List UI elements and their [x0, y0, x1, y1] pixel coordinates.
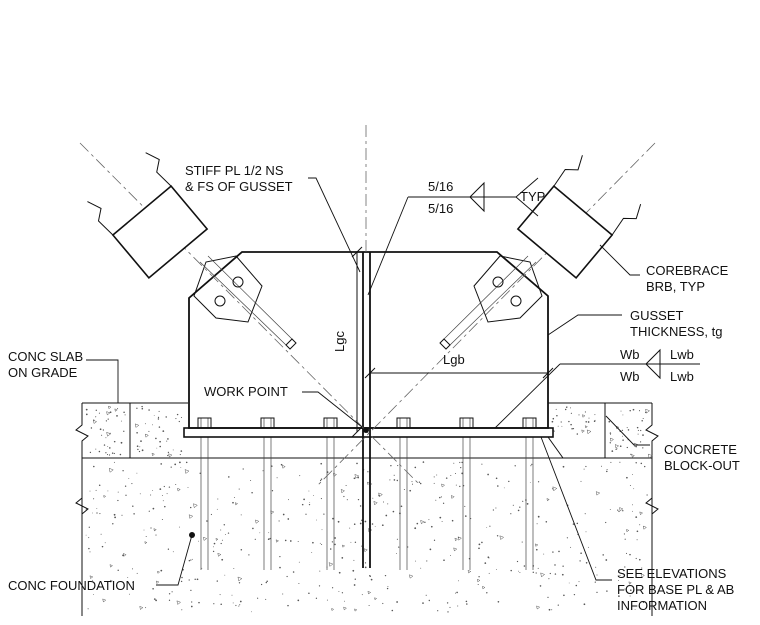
- concrete-foundation: [81, 457, 653, 616]
- label-gusset-2: THICKNESS, tg: [630, 324, 722, 339]
- label-wb-top: Wb: [620, 347, 640, 362]
- label-corebrace-2: BRB, TYP: [646, 279, 705, 294]
- label-see-elev-2: FOR BASE PL & AB: [617, 582, 734, 597]
- label-wb-bottom: Wb: [620, 369, 640, 384]
- label-conc-slab-2: ON GRADE: [8, 365, 78, 380]
- label-lwb-bottom: Lwb: [670, 369, 694, 384]
- stiffener-plate: [362, 252, 371, 568]
- anchor-bolts: [197, 417, 537, 570]
- work-lines: [79, 125, 656, 486]
- label-concrete-blockout-2: BLOCK-OUT: [664, 458, 740, 473]
- label-weld-top: 5/16: [428, 179, 453, 194]
- label-corebrace-1: COREBRACE: [646, 263, 729, 278]
- label-lwb-top: Lwb: [670, 347, 694, 362]
- gusset-plate: [188, 251, 549, 429]
- label-weld-typ: TYP: [520, 189, 545, 204]
- brb-right: [516, 155, 642, 280]
- slab-right-stipple: [551, 406, 653, 459]
- leaders: [86, 177, 650, 586]
- foundation-stipple: [85, 461, 648, 613]
- label-lgb: Lgb: [443, 352, 465, 367]
- label-stiff-pl-2: & FS OF GUSSET: [185, 179, 293, 194]
- label-see-elev-1: SEE ELEVATIONS: [617, 566, 727, 581]
- dimension-lgb: [364, 367, 554, 379]
- label-conc-slab-1: CONC SLAB: [8, 349, 83, 364]
- label-weld-bottom: 5/16: [428, 201, 453, 216]
- weld-symbol-typ: [367, 177, 539, 296]
- weld-symbol-base: [494, 348, 700, 429]
- label-work-point: WORK POINT: [204, 384, 288, 399]
- label-see-elev-3: INFORMATION: [617, 598, 707, 613]
- brb-right-connection: [439, 255, 543, 350]
- slab-on-grade-left: [75, 402, 188, 459]
- label-concrete-blockout-1: CONCRETE: [664, 442, 737, 457]
- brb-left: [87, 152, 209, 280]
- brb-left-connection: [193, 255, 297, 350]
- slab-left-stipple: [85, 405, 183, 458]
- dimension-lgc: [351, 246, 363, 438]
- slab-on-grade-right: [75, 402, 659, 616]
- label-gusset-1: GUSSET: [630, 308, 684, 323]
- label-conc-foundation: CONC FOUNDATION: [8, 578, 135, 593]
- label-lgc: Lgc: [332, 331, 347, 352]
- label-stiff-pl-1: STIFF PL 1/2 NS: [185, 163, 284, 178]
- work-point-marker: [363, 427, 369, 433]
- text-labels: STIFF PL 1/2 NS & FS OF GUSSET 5/16 5/16…: [8, 163, 740, 613]
